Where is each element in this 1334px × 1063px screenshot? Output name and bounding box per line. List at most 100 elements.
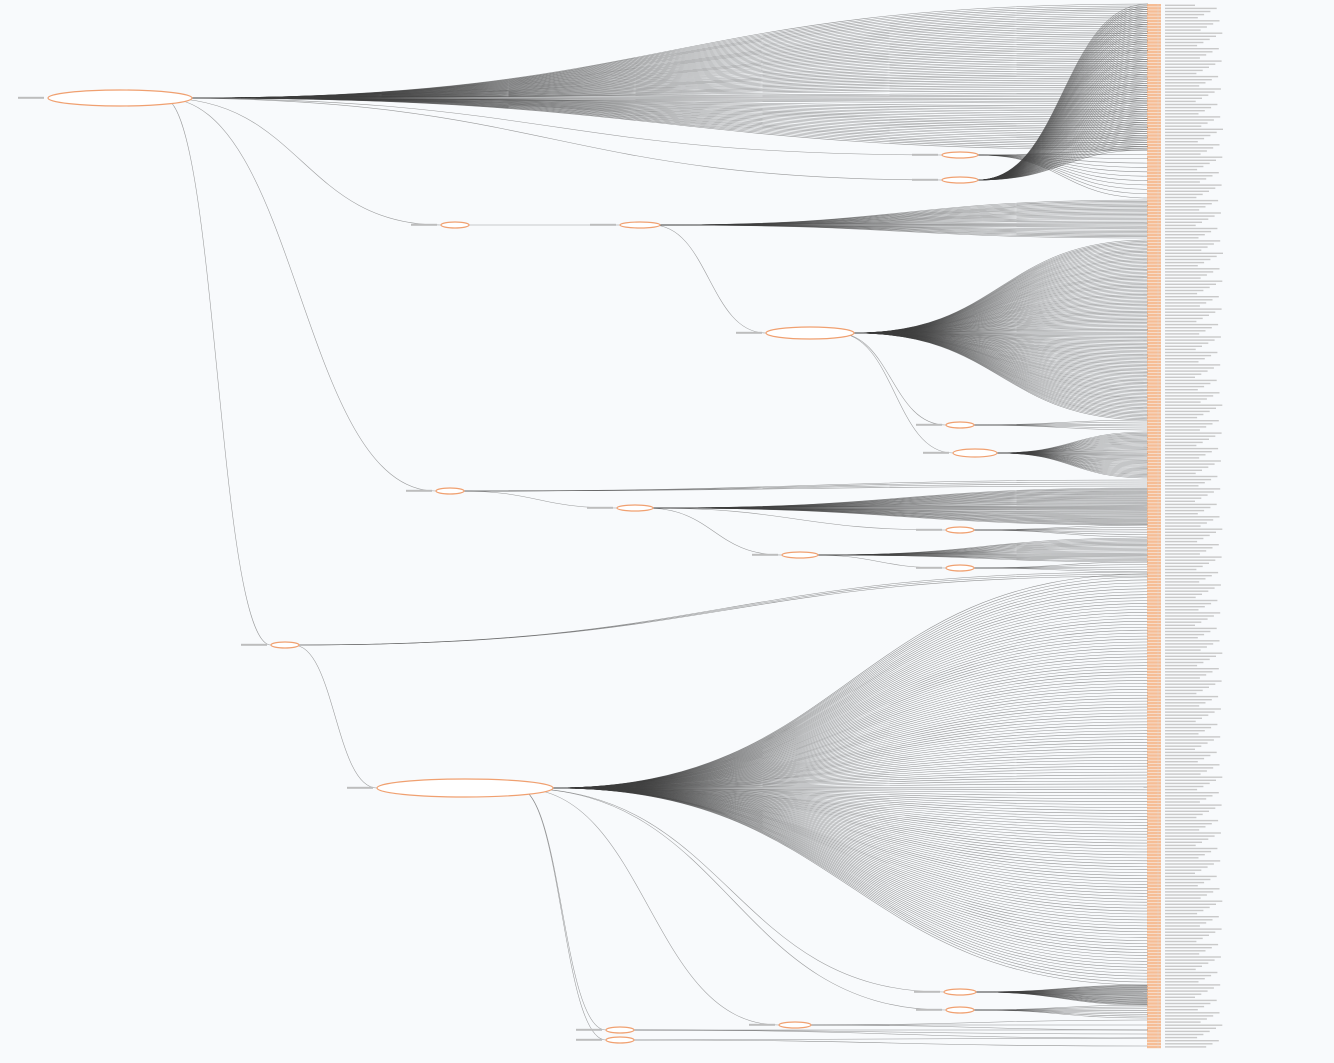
leaf-label [1165,286,1210,289]
leaf-label [1165,971,1218,974]
leaf-cell [1147,872,1161,875]
leaf-label [1165,571,1219,574]
leaf-label [1165,345,1202,347]
leaf-cell [1147,462,1161,466]
leaf-label [1165,804,1222,806]
leaf-label [1165,637,1198,639]
leaf-label [1165,714,1209,716]
leaf-label [1165,730,1205,732]
leaf-cell [1147,53,1161,57]
leaf-cell [1147,112,1161,116]
leaf-cell [1147,66,1161,69]
leaf-cell [1147,500,1161,503]
leaf-label [1165,342,1209,344]
leaf-label [1165,457,1200,459]
leaf-cell [1147,1045,1161,1049]
leaf-label [1165,885,1198,887]
leaf-cell [1147,772,1161,776]
leaf-label [1165,116,1221,118]
leaf-cell [1147,726,1161,729]
leaf-label [1165,556,1222,558]
leaf-label [1165,1021,1201,1023]
leaf-label [1165,20,1220,22]
leaf-cell [1147,769,1161,773]
leaf-cell [1147,245,1161,249]
leaf-label [1165,478,1212,481]
node-label [590,223,616,226]
leaf-label [1165,330,1206,332]
leaf-label [1165,655,1216,657]
leaf-cell [1147,484,1161,488]
leaf-cell [1147,134,1161,137]
leaf-cell [1147,363,1161,367]
leaf-cell [1147,224,1161,227]
leaf-label [1165,993,1202,995]
leaf-cell [1147,1033,1161,1036]
tree-branch [552,632,1149,789]
leaf-label [1165,996,1195,998]
leaf-cell [1147,496,1161,500]
leaf-cell [1147,366,1161,370]
leaf-label [1165,1015,1214,1017]
leaf-label [1165,1036,1198,1039]
leaf-label [1165,717,1202,719]
tree-branch [853,248,1149,334]
leaf-label [1165,646,1207,648]
leaf-label [1165,302,1207,304]
leaf-label [1165,240,1221,242]
leaf-label [1165,283,1216,285]
leaf-cell [1147,881,1161,884]
leaf-cell [1147,205,1161,209]
node-ellipse [435,487,465,495]
tree-branch [552,653,1149,789]
leaf-label [1165,745,1202,747]
leaf-cell [1147,44,1161,47]
leaf-label [1165,891,1214,893]
leaf-cell [1147,214,1161,218]
leaf-cell [1147,856,1161,860]
leaf-label [1165,32,1223,34]
leaf-label [1165,550,1207,552]
leaf-label [1165,187,1216,189]
leaf-cell [1147,221,1161,224]
leaf-label [1165,1018,1207,1020]
leaf-cell [1147,558,1161,562]
leaf-cell [1147,97,1161,100]
leaf-label [1165,943,1219,946]
leaf-label [1165,196,1197,199]
leaf-label [1165,912,1198,915]
leaf-cell [1147,710,1161,714]
leaf-label [1165,956,1221,958]
tree-branch [552,787,1149,980]
leaf-cell [1147,56,1161,60]
leaf-label [1165,922,1207,924]
leaf-cell [1147,664,1161,667]
leaf-label [1165,420,1219,422]
leaf-label [1165,999,1217,1002]
leaf-cell [1147,332,1161,336]
leaf-label [1165,959,1215,961]
leaf-cell [1147,72,1161,75]
leaf-cell [1147,955,1161,959]
leaf-cell [1147,555,1161,559]
tree-branch [853,332,1149,421]
leaf-label [1165,451,1212,453]
leaf-label [1165,172,1219,174]
leaf-label [1165,475,1218,478]
leaf-label [1165,463,1215,465]
leaf-label [1165,606,1205,608]
leaf-cell [1147,16,1161,19]
leaf-label [1165,407,1216,409]
leaf-label [1165,308,1222,310]
leaf-label [1165,144,1220,146]
leaf-label [1165,947,1212,949]
leaf-label [1165,10,1211,13]
tree-branch [552,787,1149,965]
leaf-cell [1147,723,1161,726]
leaf-cell [1147,689,1161,692]
leaf-cell [1147,1011,1161,1015]
leaf-cell [1147,568,1161,571]
tree-branch [552,680,1149,789]
leaf-cell [1147,428,1161,432]
leaf-label [1165,230,1212,233]
